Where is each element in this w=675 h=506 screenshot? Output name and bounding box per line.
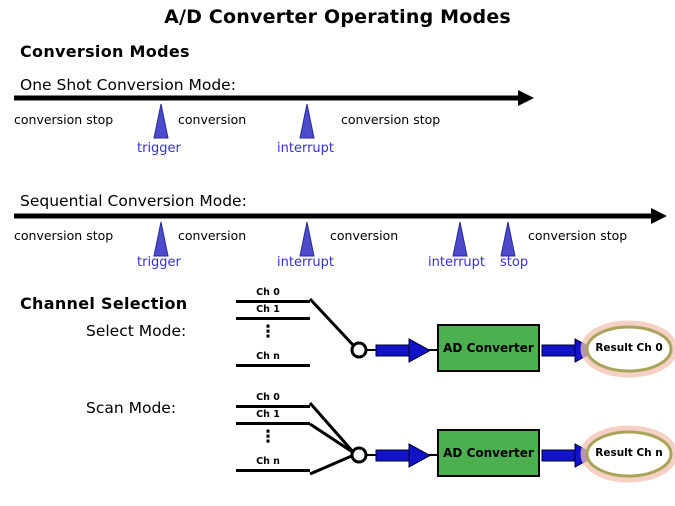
channel-line-ch0 [236, 405, 310, 408]
channel-ellipsis-dots: ⋮ [259, 322, 277, 342]
marker-label-interrupt: interrupt [277, 255, 334, 270]
channel-line-ch0 [236, 300, 310, 303]
phase-label: conversion [178, 228, 247, 243]
marker-triangle-interrupt-2 [452, 221, 468, 257]
page-title: A/D Converter Operating Modes [164, 6, 511, 28]
marker-triangle-stop [500, 221, 516, 257]
marker-triangle-interrupt [299, 103, 315, 139]
channel-label-ch0: Ch 0 [256, 392, 280, 403]
phase-label: conversion [330, 228, 399, 243]
mode-title-one-shot: One Shot Conversion Mode: [20, 76, 236, 94]
result-ellipse-select-mode [580, 320, 675, 378]
marker-triangle-interrupt [299, 221, 315, 257]
section-header-conversion-modes: Conversion Modes [20, 42, 190, 61]
channel-label-chn: Ch n [256, 351, 280, 362]
channel-label-ch1: Ch 1 [256, 409, 280, 420]
channel-line-chn [236, 469, 310, 472]
switch-scan-mode[interactable] [306, 390, 376, 482]
channel-line-ch1 [236, 422, 310, 425]
channel-label-ch1: Ch 1 [256, 304, 280, 315]
mode-title-select-mode: Select Mode: [86, 322, 187, 340]
adc-box-scan-mode [437, 429, 540, 477]
marker-label-trigger: trigger [137, 255, 181, 270]
timeline-axis-one-shot [14, 90, 534, 106]
channel-label-ch0: Ch 0 [256, 287, 280, 298]
marker-label-interrupt: interrupt [277, 141, 334, 156]
result-label-select-mode: Result Ch 0 [595, 342, 663, 354]
phase-label: conversion stop [14, 112, 114, 127]
signal-arrow-to-converter [366, 443, 438, 468]
result-ellipse-scan-mode [580, 425, 675, 483]
channel-line-chn [236, 364, 310, 367]
phase-label: conversion stop [14, 228, 114, 243]
section-header-channel-selection: Channel Selection [20, 294, 188, 313]
result-label-scan-mode: Result Ch n [595, 447, 663, 459]
marker-label-stop: stop [500, 255, 529, 270]
adc-label-scan-mode: AD Converter [443, 446, 534, 460]
mode-title-sequential: Sequential Conversion Mode: [20, 192, 247, 210]
marker-triangle-trigger [153, 103, 169, 139]
phase-label: conversion stop [341, 112, 441, 127]
signal-arrow-to-converter [366, 338, 438, 363]
marker-label-interrupt-2: interrupt [428, 255, 485, 270]
phase-label: conversion stop [528, 228, 628, 243]
channel-label-chn: Ch n [256, 456, 280, 467]
marker-label-trigger: trigger [137, 141, 181, 156]
adc-label-select-mode: AD Converter [443, 341, 534, 355]
mode-title-scan-mode: Scan Mode: [86, 399, 177, 417]
channel-ellipsis-dots: ⋮ [259, 427, 277, 447]
marker-triangle-trigger [153, 221, 169, 257]
phase-label: conversion [178, 112, 247, 127]
channel-line-ch1 [236, 317, 310, 320]
timeline-axis-sequential [14, 208, 667, 224]
adc-box-select-mode [437, 324, 540, 372]
